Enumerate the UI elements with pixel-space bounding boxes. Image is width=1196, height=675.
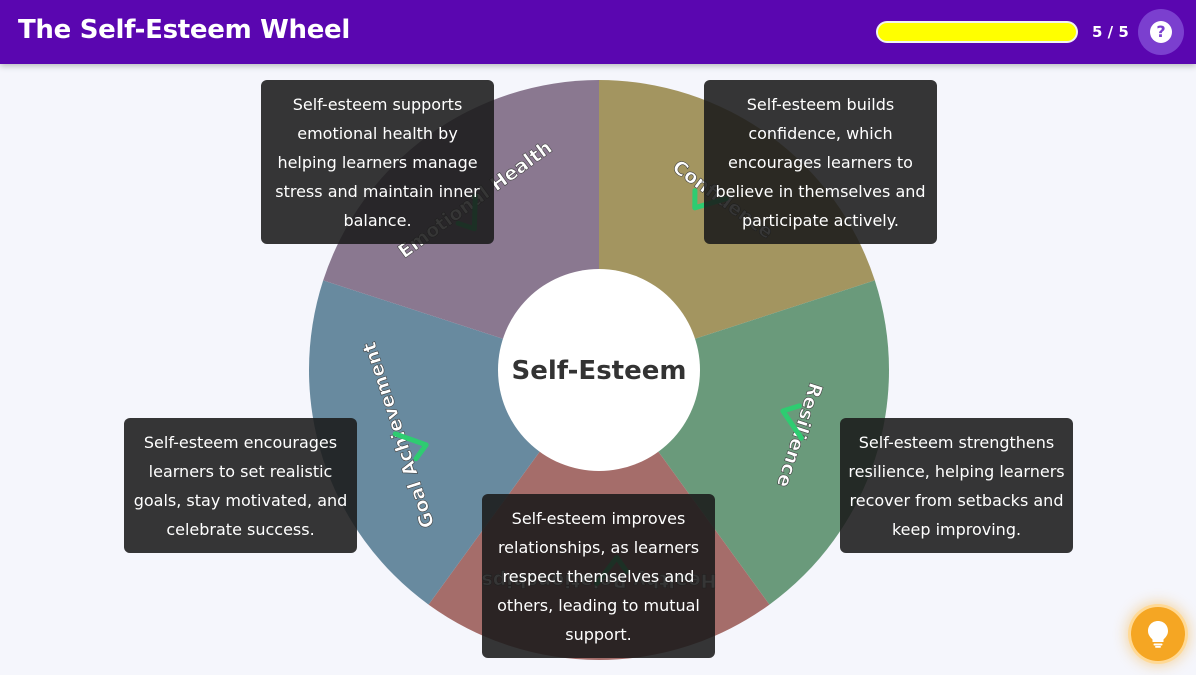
checkmark-icon <box>780 403 804 441</box>
progress-count: 5 / 5 <box>1092 23 1129 41</box>
question-circle-icon: ? <box>1150 21 1172 43</box>
help-button[interactable]: ? <box>1138 9 1184 55</box>
page-title: The Self-Esteem Wheel <box>18 15 350 45</box>
progress-bar <box>876 21 1078 43</box>
info-card-goal-achievement: Self-esteem encourages learners to set r… <box>124 418 357 553</box>
info-card-resilience: Self-esteem strengthens resilience, help… <box>840 418 1073 553</box>
card-text: Self-esteem strengthens resilience, help… <box>848 432 1065 539</box>
progress-fill <box>878 23 1076 41</box>
wheel-center <box>498 269 700 471</box>
lightbulb-icon <box>1148 621 1168 648</box>
info-card-healthy-relationships: Self-esteem improves relationships, as l… <box>482 494 715 658</box>
card-text: Self-esteem encourages learners to set r… <box>133 432 348 539</box>
card-text: Self-esteem improves relationships, as l… <box>497 508 700 644</box>
center-label: Self-Esteem <box>512 356 687 386</box>
header-bar: The Self-Esteem Wheel 5 / 5 ? <box>0 0 1196 64</box>
checkmark-icon <box>392 431 429 462</box>
card-text: Self-esteem supports emotional health by… <box>275 94 480 230</box>
card-text: Self-esteem builds confidence, which enc… <box>715 94 926 230</box>
info-card-emotional-health: Self-esteem supports emotional health by… <box>261 80 494 244</box>
hint-button[interactable] <box>1131 607 1185 661</box>
info-card-confidence: Self-esteem builds confidence, which enc… <box>704 80 937 244</box>
